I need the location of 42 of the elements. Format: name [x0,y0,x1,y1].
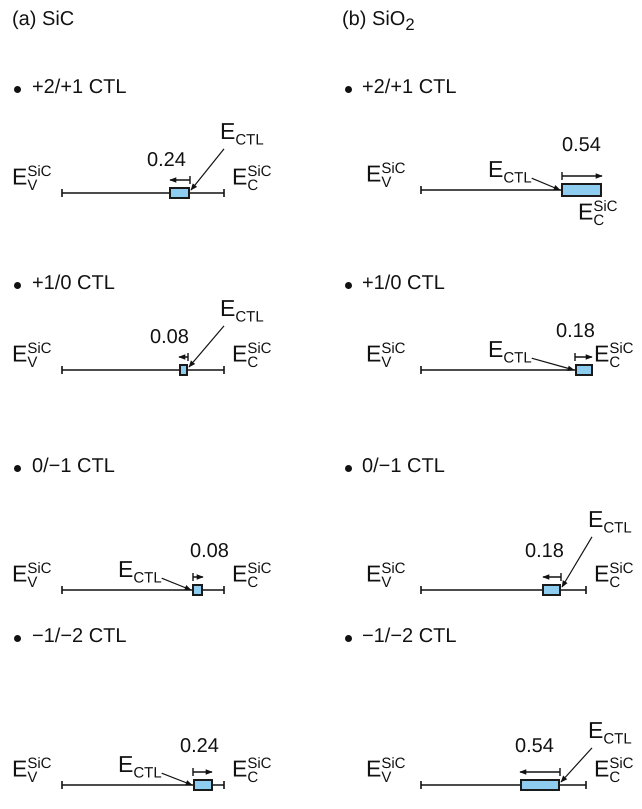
section-heading: +2/+1 CTL [32,76,127,99]
defect-level-box [193,779,213,791]
leader-line [531,178,561,191]
section-heading: +2/+1 CTL [362,76,457,99]
leader-line [161,578,192,591]
value-label: 0.18 [556,320,595,343]
level-label: E$_{CTL}$ [588,506,632,537]
defect-level-box [542,584,561,596]
panel-title: (b) SiO$_{2}$ [342,8,415,34]
leader-line [560,747,592,783]
value-label: 0.08 [150,326,189,349]
leader-line [190,148,224,191]
section-heading: +1/0 CTL [362,272,445,295]
defect-level-box [520,779,560,791]
value-label: 0.24 [147,149,186,172]
leader-line [561,536,593,588]
defect-level-box [561,183,602,197]
value-label: 0.18 [525,540,564,563]
section-heading: −1/−2 CTL [32,625,127,648]
level-label: E$_{CTL}$ [588,717,632,748]
level-label: E$_{CTL}$ [488,156,532,187]
value-label: 0.24 [180,735,219,758]
panel-title: (a) SiC [12,8,74,31]
leader-line [532,358,575,371]
section-heading: 0/−1 CTL [362,455,445,478]
section-heading: −1/−2 CTL [362,625,457,648]
value-label: 0.54 [515,735,554,758]
section-heading: 0/−1 CTL [32,455,115,478]
level-label: E$_{CTL}$ [220,295,264,326]
defect-level-box [575,364,593,376]
level-label: E$_{CTL}$ [118,751,162,782]
value-label: 0.54 [562,134,601,157]
value-label: 0.08 [190,540,229,563]
level-label: E$_{CTL}$ [220,118,264,149]
leader-line [188,325,224,368]
defect-level-box [169,187,190,199]
level-label: E$_{CTL}$ [488,336,532,367]
leader-line [161,772,193,786]
level-label: E$_{CTL}$ [118,556,162,587]
section-heading: +1/0 CTL [32,272,115,295]
defect-level-box [179,364,188,376]
defect-level-box [192,584,203,596]
